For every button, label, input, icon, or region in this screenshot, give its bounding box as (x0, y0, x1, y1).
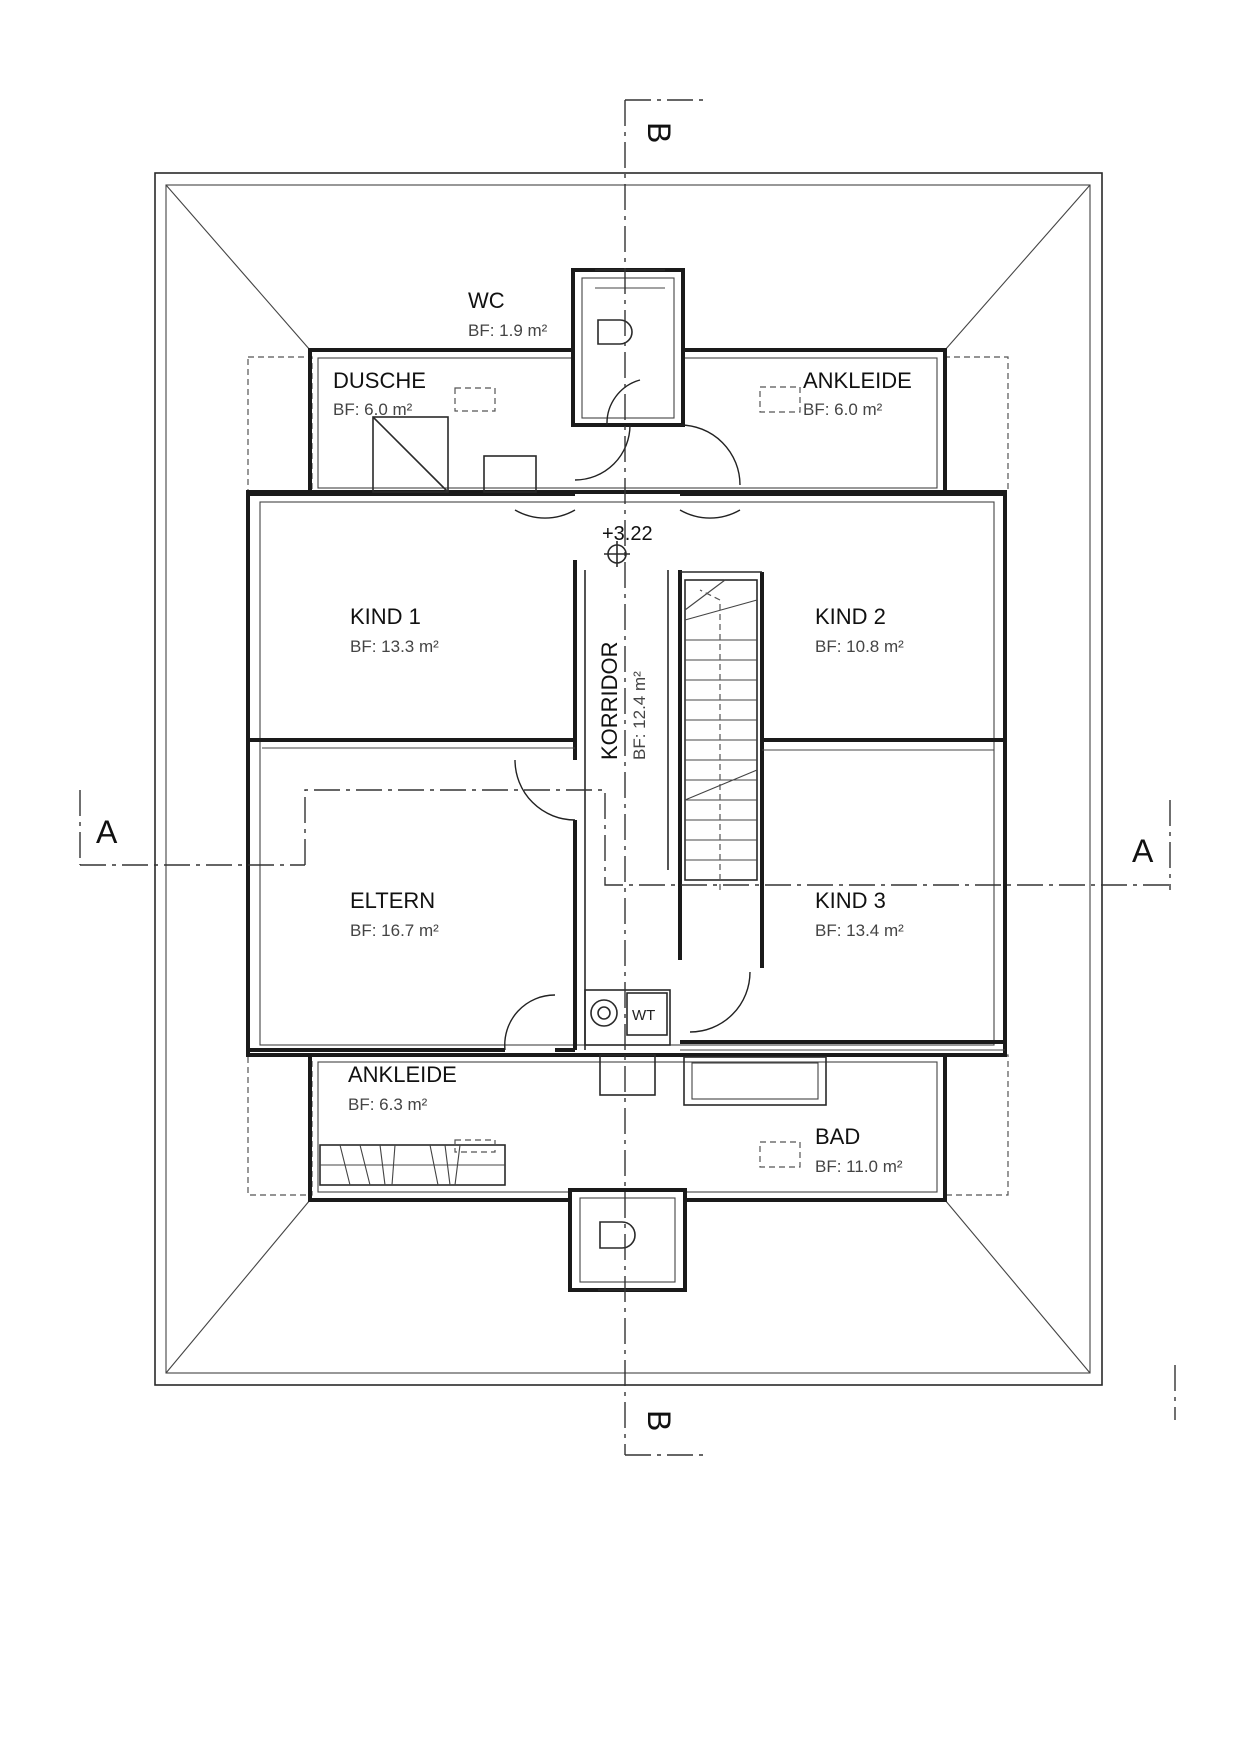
room-name-wc: WC (468, 288, 505, 313)
fixtures (319, 386, 827, 1186)
room-name-dusche: DUSCHE (333, 368, 426, 393)
room-area-ankleide-top: BF: 6.0 m² (803, 400, 883, 419)
room-name-kind1: KIND 1 (350, 604, 421, 629)
section-a-left-label: A (96, 814, 118, 850)
roof-outline (154, 172, 1103, 1386)
room-area-dusche: BF: 6.0 m² (333, 400, 413, 419)
room-area-kind2: BF: 10.8 m² (815, 637, 904, 656)
section-b-bottom-label: B (641, 1410, 677, 1431)
room-area-bad: BF: 11.0 m² (815, 1157, 903, 1176)
room-name-korridor: KORRIDOR (597, 641, 622, 760)
staircase (684, 579, 758, 890)
section-a-right-label: A (1132, 833, 1154, 869)
bottom-bay (568, 1188, 687, 1292)
doors (504, 379, 751, 1051)
room-area-ankleide-bottom: BF: 6.3 m² (348, 1095, 428, 1114)
room-name-bad: BAD (815, 1124, 860, 1149)
level-marker: +3.22 (602, 523, 653, 567)
room-name-eltern: ELTERN (350, 888, 435, 913)
room-area-kind1: BF: 13.3 m² (350, 637, 439, 656)
room-name-ankleide-top: ANKLEIDE (803, 368, 912, 393)
level-label: +3.22 (602, 523, 653, 545)
room-name-ankleide-bottom: ANKLEIDE (348, 1062, 457, 1087)
wc-bay (571, 268, 685, 427)
room-area-wc: BF: 1.9 m² (468, 321, 548, 340)
room-area-eltern: BF: 16.7 m² (350, 921, 439, 940)
section-b-top-label: B (641, 122, 677, 143)
room-name-kind3: KIND 3 (815, 888, 886, 913)
washbasin-label: WT (632, 1007, 655, 1024)
room-name-kind2: KIND 2 (815, 604, 886, 629)
interior-walls (248, 492, 1005, 1052)
section-axes (79, 99, 1176, 1456)
room-area-kind3: BF: 13.4 m² (815, 921, 904, 940)
room-area-korridor: BF: 12.4 m² (630, 671, 649, 760)
